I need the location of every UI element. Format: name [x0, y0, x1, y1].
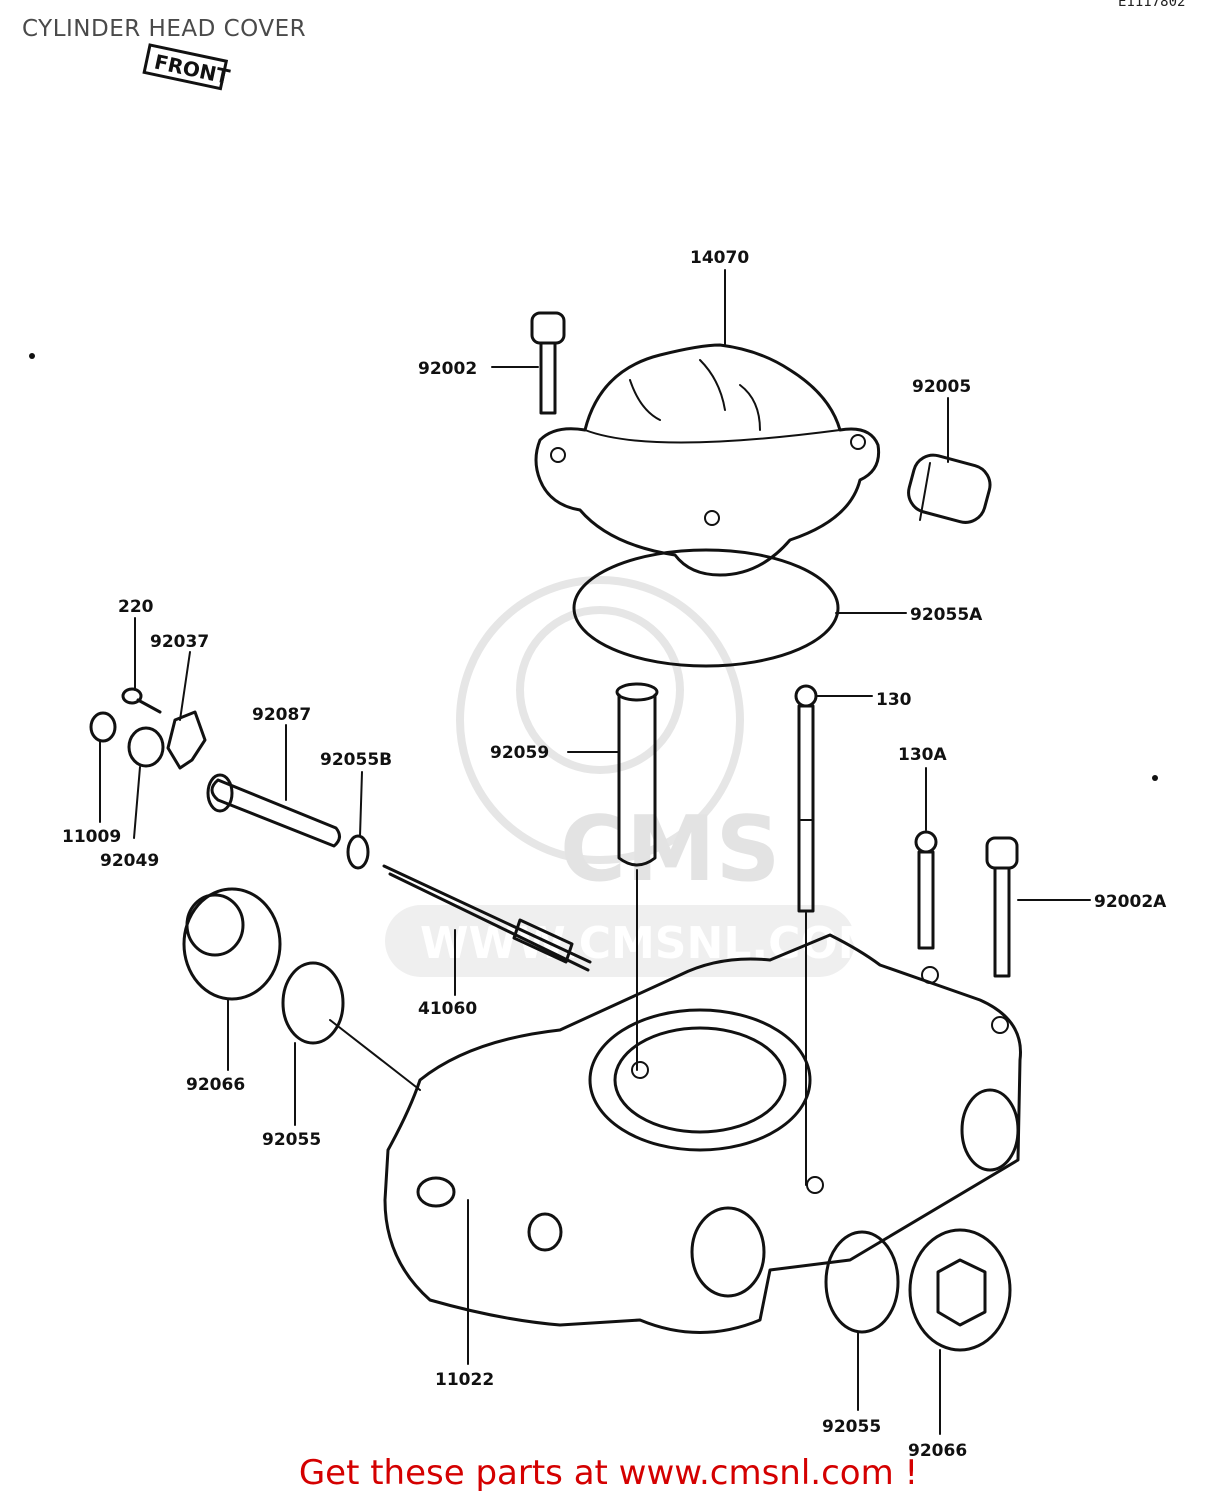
front-marker: FRONT	[142, 43, 232, 91]
label-11022: 11022	[435, 1370, 494, 1390]
cmsnl-parts-link[interactable]: Get these parts at www.cmsnl.com !	[298, 1453, 919, 1493]
cap-92005	[907, 453, 992, 524]
label-130A: 130A	[898, 745, 947, 765]
bracket-92037	[166, 710, 207, 770]
screw-220	[121, 687, 162, 714]
watermark-logo: CMS WWW.CMSNL.COM	[385, 576, 882, 977]
diagram-code: E1117802	[1118, 0, 1186, 10]
label-92059: 92059	[490, 743, 549, 763]
label-92055-right: 92055	[822, 1417, 881, 1437]
watermark-brand: CMS	[560, 797, 780, 902]
bolt-130A	[914, 830, 938, 950]
bolt-92002	[530, 311, 566, 415]
oring-92055A	[572, 548, 840, 668]
label-92002A: 92002A	[1094, 892, 1167, 912]
label-14070: 14070	[690, 248, 749, 268]
label-92066-right: 92066	[908, 1441, 967, 1461]
cylinder-head-11022	[383, 933, 1022, 1334]
label-92066-left: 92066	[186, 1075, 245, 1095]
label-92037: 92037	[150, 632, 209, 652]
label-220: 220	[118, 597, 154, 617]
oring-92055-left	[281, 961, 345, 1045]
bolt-92002A	[985, 836, 1019, 978]
pin-92059	[615, 682, 659, 867]
label-92002: 92002	[418, 359, 477, 379]
gear-shaft-41060	[382, 864, 592, 972]
plug-92066-right	[908, 1228, 1012, 1352]
label-92005: 92005	[912, 377, 971, 397]
label-92049: 92049	[100, 851, 159, 871]
part-labels: 14070 92002 92005 92055A 220 92037 92087…	[62, 248, 1167, 1461]
label-92055A: 92055A	[910, 605, 983, 625]
label-41060: 41060	[418, 999, 477, 1019]
washer-11009	[89, 711, 117, 743]
label-92087: 92087	[252, 705, 311, 725]
label-92055B: 92055B	[320, 750, 392, 770]
plug-92066-left	[182, 887, 282, 1001]
label-11009: 11009	[62, 827, 121, 847]
bolt-130	[794, 684, 818, 913]
oring-92055B	[346, 834, 370, 870]
leader-lines	[99, 269, 1091, 1435]
oring-92055-right	[824, 1230, 900, 1334]
label-130: 130	[876, 690, 912, 710]
cap-92049	[127, 726, 165, 768]
shaft-92087	[206, 773, 341, 848]
cover-14070	[534, 343, 881, 577]
page-title: CYLINDER HEAD COVER	[22, 16, 307, 42]
label-92055-left: 92055	[262, 1130, 321, 1150]
